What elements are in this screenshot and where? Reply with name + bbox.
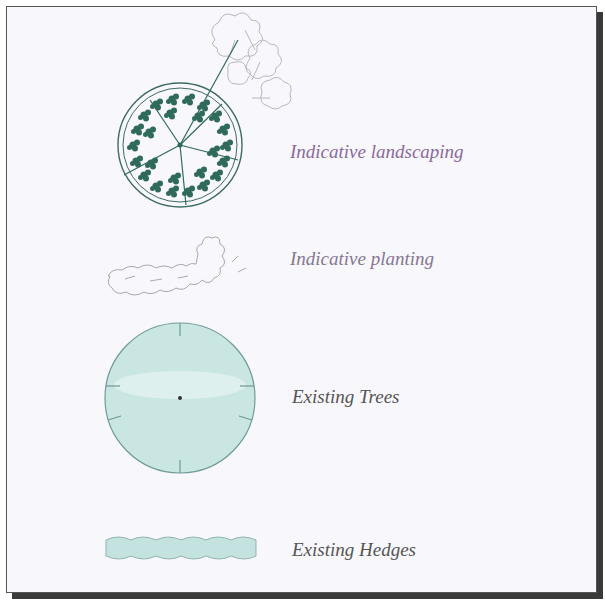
legend-label: Existing Trees <box>292 386 400 407</box>
planting-symbol <box>108 237 246 295</box>
landscaping-symbol <box>118 13 291 207</box>
legend-label: Indicative planting <box>290 248 434 269</box>
legend-item: Existing Hedges <box>292 539 416 561</box>
legend-panel <box>7 7 597 593</box>
legend-label: Indicative landscaping <box>290 141 464 162</box>
legend-label: Existing Hedges <box>292 539 416 560</box>
legend-item: Indicative planting <box>290 248 434 270</box>
tree-symbol <box>105 323 255 473</box>
hedge-symbol <box>106 537 256 559</box>
legend-item: Existing Trees <box>292 386 400 408</box>
legend-item: Indicative landscaping <box>290 141 464 163</box>
